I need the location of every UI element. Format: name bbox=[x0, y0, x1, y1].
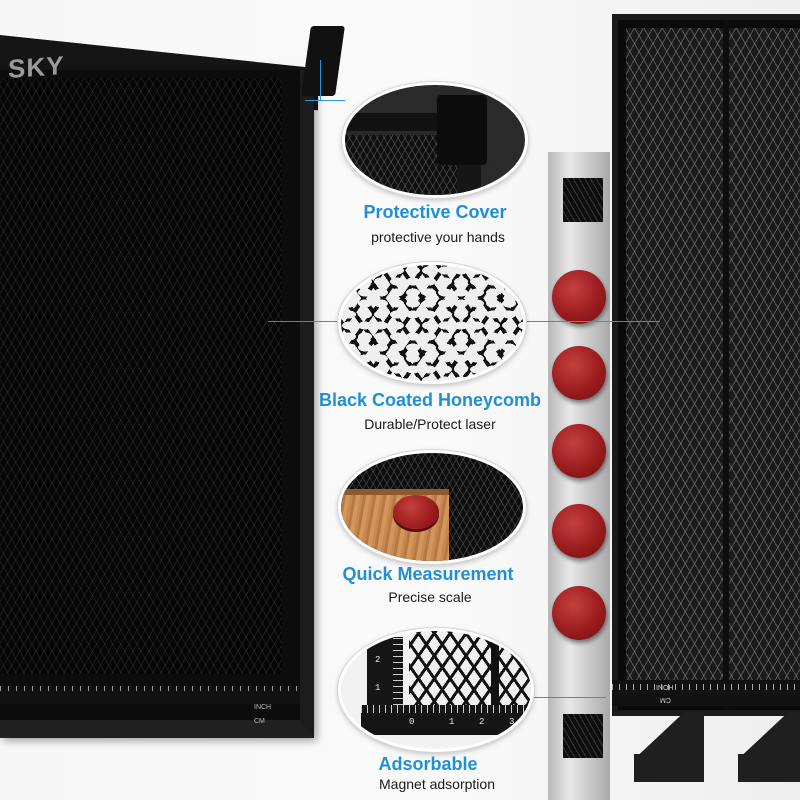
feature-subtitle-honeycomb: Durable/Protect laser bbox=[364, 416, 496, 432]
feature-title-honeycomb: Black Coated Honeycomb bbox=[318, 390, 542, 410]
callout-line-honeycomb-left bbox=[268, 321, 340, 322]
feature-subtitle-protective-cover: protective your hands bbox=[371, 229, 505, 245]
absorb-closeup-mesh bbox=[409, 631, 531, 713]
right-honeycomb-panel bbox=[612, 14, 800, 716]
cover-closeup-cap bbox=[437, 95, 491, 165]
wood-workpiece-edge bbox=[341, 489, 449, 495]
metal-base-strip bbox=[548, 152, 610, 800]
corner-protector-cap bbox=[301, 26, 345, 96]
support-foot bbox=[634, 712, 704, 782]
left-honeycomb-mesh bbox=[0, 78, 282, 674]
ruler-number: 1 bbox=[449, 717, 455, 727]
honeycomb-closeup bbox=[338, 262, 526, 384]
left-honeycomb-panel bbox=[0, 70, 314, 738]
callout-line-honeycomb-right bbox=[520, 321, 660, 322]
magnet-pin bbox=[552, 270, 606, 324]
left-panel-ruler bbox=[0, 686, 300, 704]
magnet-pin bbox=[552, 424, 606, 478]
magnet-pin bbox=[552, 346, 606, 400]
feature-title-adsorbable: Adsorbable bbox=[378, 754, 478, 774]
right-honeycomb-mesh bbox=[626, 28, 800, 702]
absorb-closeup-frame bbox=[491, 641, 499, 711]
ruler-number: 2 bbox=[479, 717, 485, 727]
callout-line-cover bbox=[305, 100, 345, 101]
right-panel-divider bbox=[723, 20, 729, 710]
right-panel-ruler bbox=[612, 680, 800, 706]
magnet-pin bbox=[552, 504, 606, 558]
ruler-number: 2 bbox=[375, 655, 381, 665]
strip-mesh-window-top bbox=[563, 178, 603, 222]
left-ruler-cm-label: CM bbox=[254, 718, 265, 725]
measurement-closeup bbox=[338, 450, 526, 564]
ruler-number: 1 bbox=[375, 683, 381, 693]
callout-line-absorb bbox=[526, 697, 606, 698]
strip-mesh-window-bottom bbox=[563, 714, 603, 758]
left-ruler-inch-label: INCH bbox=[254, 704, 272, 711]
ruler-number: 3 bbox=[509, 717, 515, 727]
right-ruler-inch-label: HONI bbox=[656, 683, 674, 690]
absorb-closeup-ruler-horizontal: 0 1 2 3 bbox=[361, 705, 531, 735]
feature-subtitle-measurement: Precise scale bbox=[388, 589, 472, 605]
feature-title-protective-cover: Protective Cover bbox=[363, 202, 507, 222]
feature-subtitle-adsorbable: Magnet adsorption bbox=[379, 776, 495, 792]
magnet-disk bbox=[393, 495, 439, 529]
callout-line-cover bbox=[320, 60, 321, 100]
protective-cover-closeup bbox=[342, 82, 528, 198]
right-ruler-cm-label: CM bbox=[660, 696, 671, 703]
feature-title-measurement: Quick Measurement bbox=[342, 564, 514, 584]
support-foot bbox=[738, 712, 800, 782]
magnet-pin bbox=[552, 586, 606, 640]
ruler-number: 0 bbox=[409, 717, 415, 727]
adsorbable-closeup: 2 1 0 1 2 3 bbox=[338, 628, 534, 752]
brand-logo: SKY bbox=[8, 50, 65, 84]
